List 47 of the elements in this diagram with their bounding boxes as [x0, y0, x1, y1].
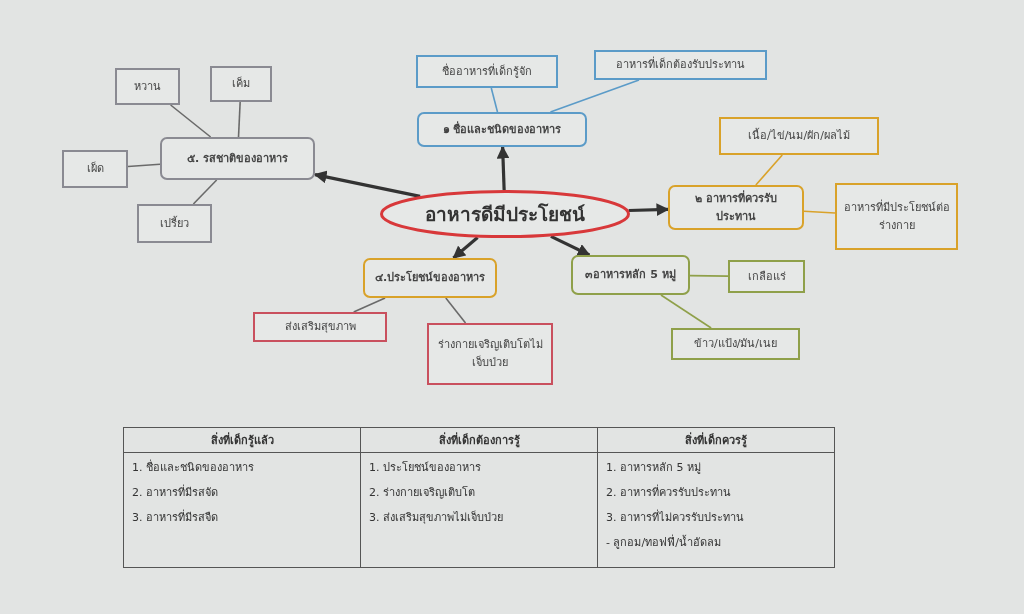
list-item: - ลูกอม/ทอฟฟี่/น้ำอัดลม [606, 533, 722, 551]
list-item: 1. ประโยชน์ของอาหาร [369, 460, 482, 476]
arrow [452, 236, 479, 260]
detail-box: อาหารที่มีประโยชน์ต่อร่างกาย [835, 183, 958, 250]
connector-line [689, 274, 729, 277]
arrow [550, 234, 591, 257]
connector-line [237, 101, 241, 138]
detail-box: ร่างกายเจริญเติบโตไม่เจ็บป่วย [427, 323, 553, 385]
detail-box: เปรี้ยว [137, 204, 212, 243]
connector-line [803, 210, 836, 214]
arrow [496, 145, 510, 191]
detail-box: เผ็ด [62, 150, 128, 188]
connector-line [127, 163, 161, 168]
detail-box: เกลือแร่ [728, 260, 805, 293]
detail-box: ข้าว/แป้ง/มัน/เนย [671, 328, 800, 360]
detail-box: ส่งเสริมสุขภาพ [253, 312, 387, 342]
topic-box: ๔.ประโยชน์ของอาหาร [363, 258, 497, 298]
detail-box: ชื่ออาหารที่เด็กรู้จัก [416, 55, 558, 88]
list-item: 1. ชื่อและชนิดของอาหาร [132, 458, 255, 476]
table-header-cell: สิ่งที่เด็กควรรู้ [597, 427, 835, 453]
list-item: 3. อาหารที่ไม่ควรรับประทาน [606, 508, 745, 526]
connector-line [192, 179, 218, 205]
list-item: 2. อาหารที่ควรรับประทาน [606, 483, 732, 501]
connector-line [660, 294, 712, 329]
connector-line [445, 297, 467, 324]
connector-line [490, 87, 499, 113]
detail-box: เค็ม [210, 66, 272, 102]
topic-box: ๑ ชื่อและชนิดของอาหาร [417, 112, 587, 147]
arrow [313, 170, 421, 198]
arrow [628, 203, 670, 217]
detail-box: หวาน [115, 68, 180, 105]
list-item: 1. อาหารหลัก 5 หมู่ [606, 460, 702, 476]
topic-box: ๓อาหารหลัก 5 หมู่ [571, 255, 690, 295]
list-item: 3. อาหารที่มีรสจืด [132, 508, 219, 526]
list-item: 2. อาหารที่มีรสจัด [132, 483, 219, 501]
list-item: 2. ร่างกายเจริญเติบโต [369, 485, 476, 501]
topic-box: ๒ อาหารที่ควรรับประทาน [668, 185, 804, 230]
detail-box: อาหารที่เด็กต้องรับประทาน [594, 50, 767, 80]
table-header-cell: สิ่งที่เด็กรู้แล้ว [123, 427, 361, 453]
connector-line [169, 104, 212, 138]
central-ellipse: อาหารดีมีประโยชน์ [380, 190, 630, 238]
connector-line [549, 79, 640, 113]
detail-box: เนื้อ/ไข่/นม/ผัก/ผลไม้ [719, 117, 879, 155]
connector-line [755, 154, 784, 186]
list-item: 3. ส่งเสริมสุขภาพไม่เจ็บป่วย [369, 509, 504, 526]
table-header-cell: สิ่งที่เด็กต้องการรู้ [360, 427, 598, 453]
topic-box: ๕. รสชาติของอาหาร [160, 137, 315, 180]
